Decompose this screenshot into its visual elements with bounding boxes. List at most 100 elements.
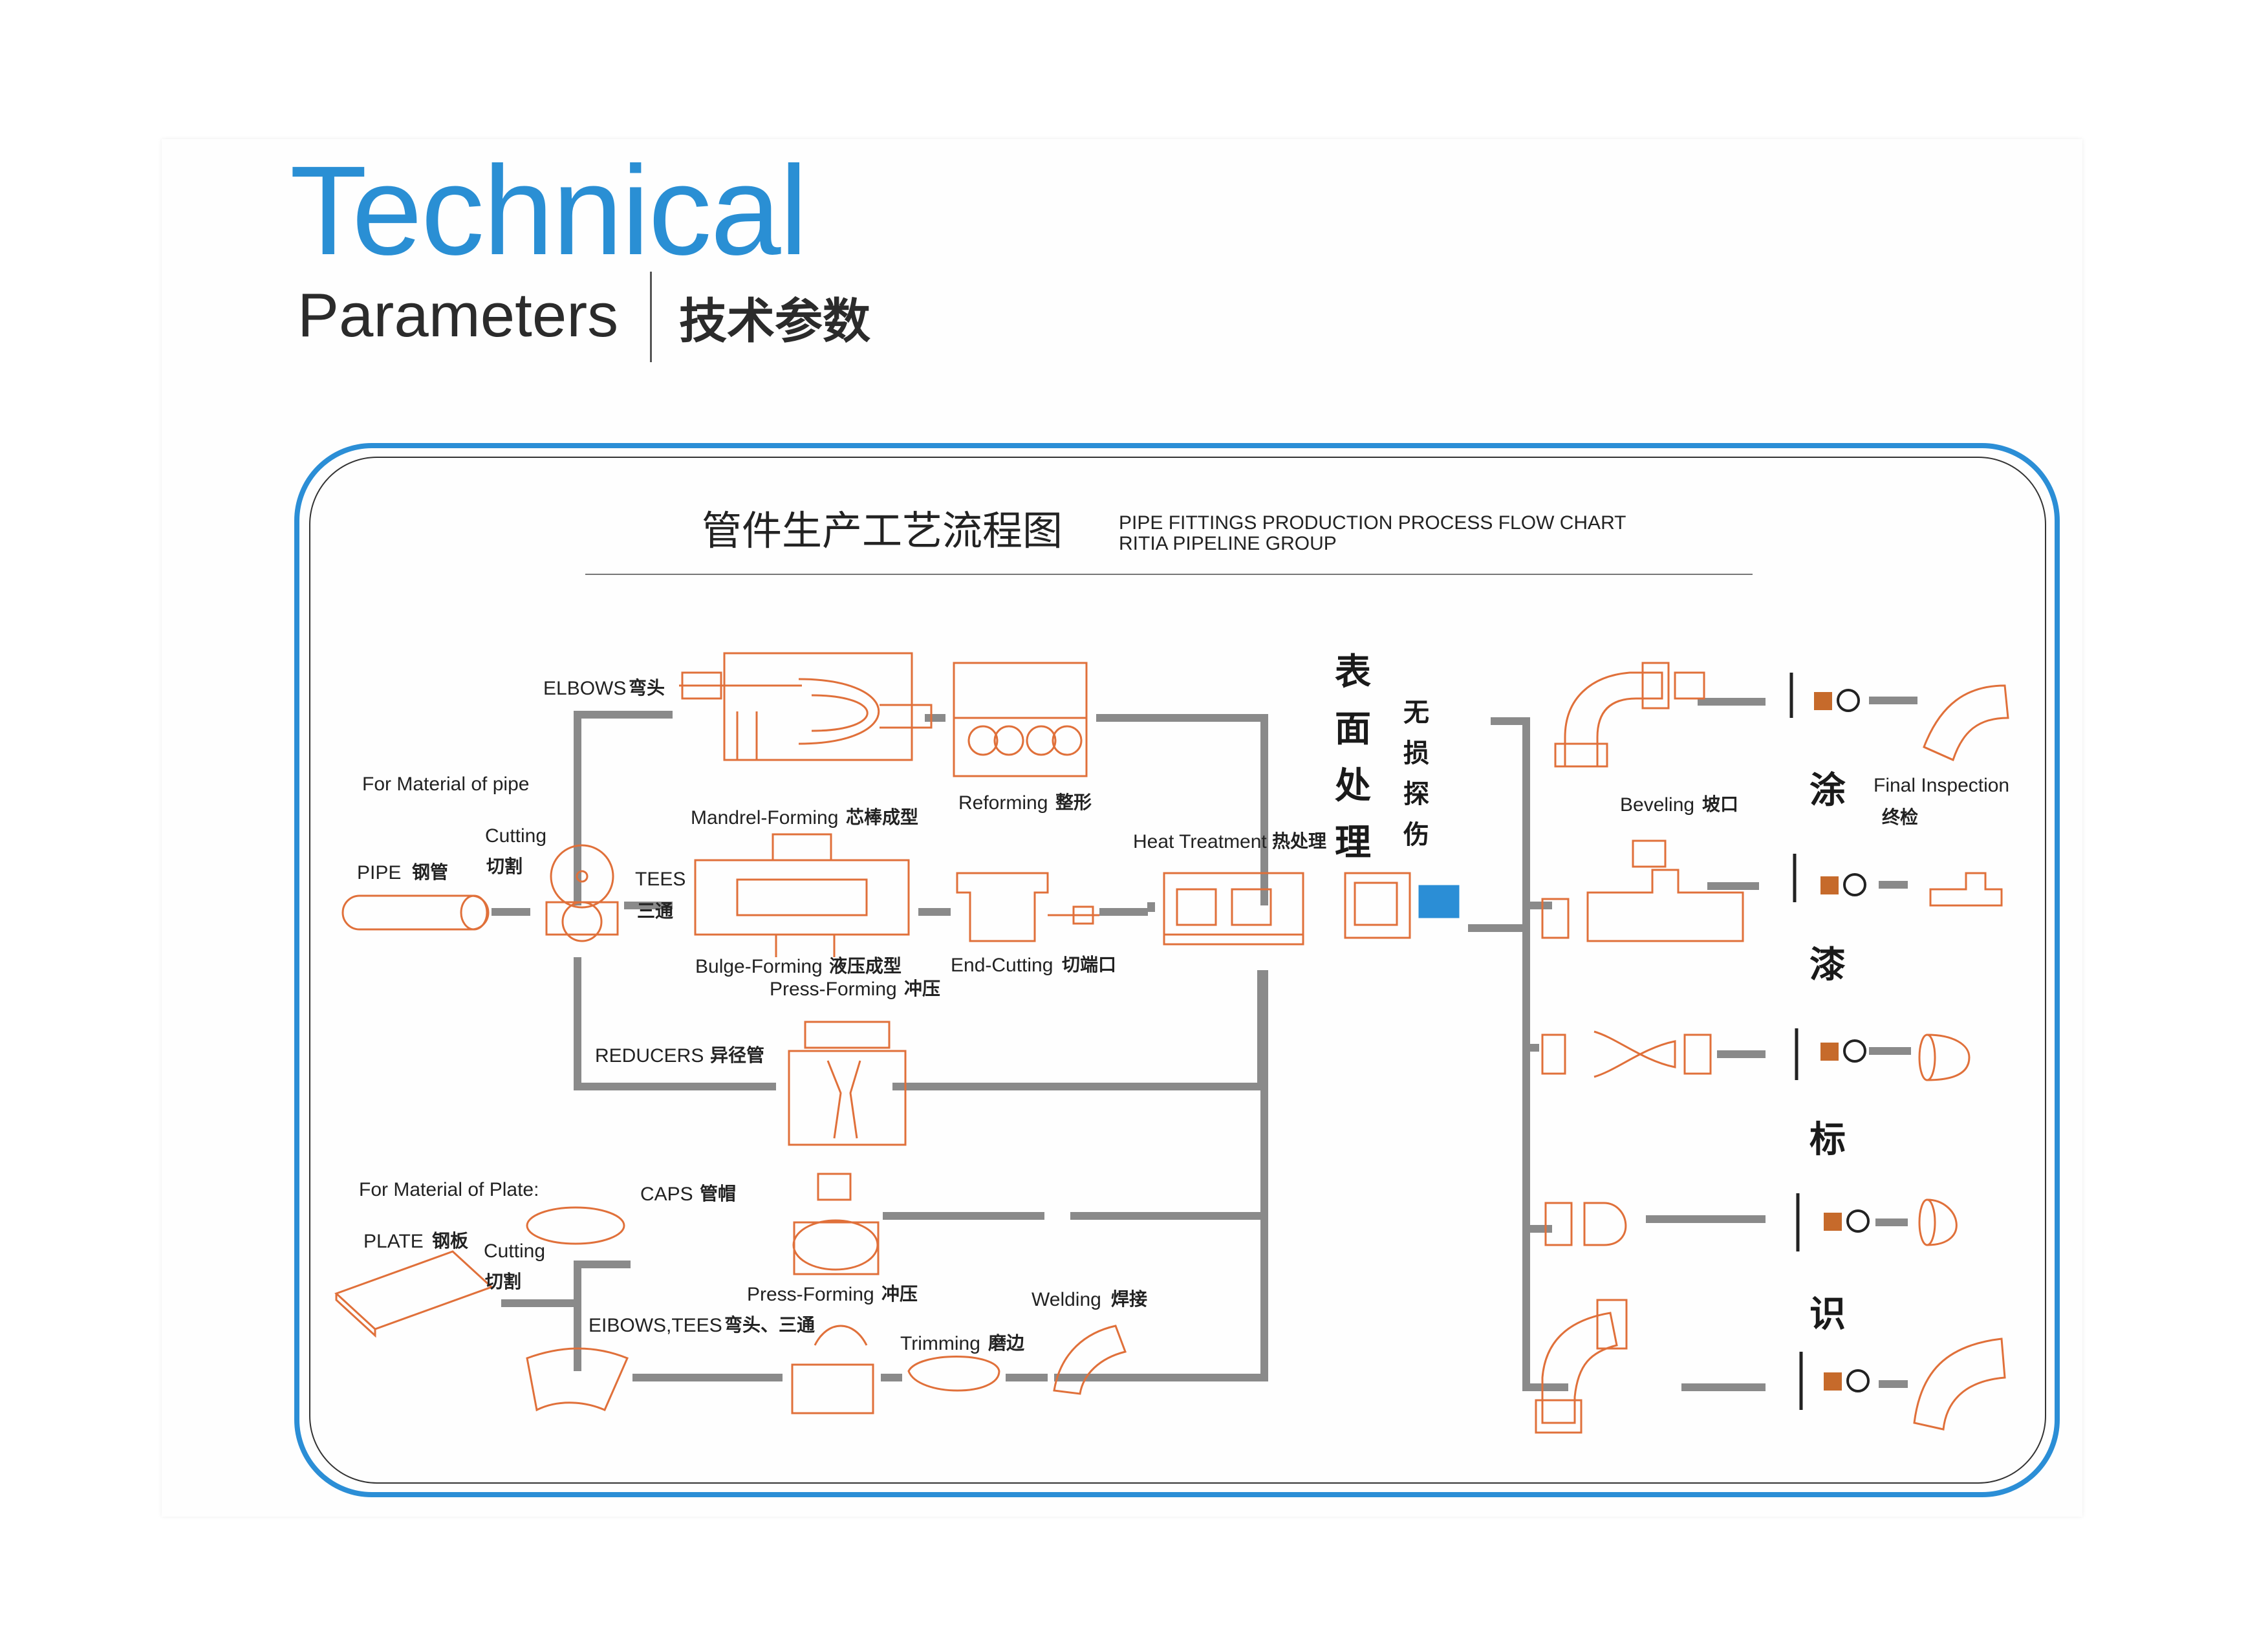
label-beveling-cn: 坡口 <box>1702 794 1739 815</box>
row3-reducer-sketch <box>1541 1030 1971 1081</box>
sprayer-row4 <box>1796 1193 1870 1251</box>
label-welding: Welding <box>1031 1289 1101 1310</box>
row2-tee-sketch <box>1541 839 2003 942</box>
plate-sketch <box>334 1250 493 1338</box>
label-surface-2: 面 <box>1335 708 1371 750</box>
chart-title-en-line2: RITIA PIPELINE GROUP <box>1119 532 1337 554</box>
label-material-pipe: For Material of pipe <box>362 774 530 795</box>
chart-title-english: PIPE FITTINGS PRODUCTION PROCESS FLOW CH… <box>1119 513 1626 554</box>
label-heat-treatment: Heat Treatment <box>1133 831 1267 852</box>
chart-frame-inner <box>309 457 2046 1484</box>
sprayer-row2 <box>1793 854 1866 902</box>
equipment-sketches <box>334 652 2009 1434</box>
welding-sketch <box>1053 1325 1127 1395</box>
plate-disc-sketch <box>526 1206 625 1245</box>
elbowstees-press-sketch <box>791 1325 874 1414</box>
label-press-forming-2: Press-Forming <box>747 1284 874 1305</box>
label-mandrel-forming: Mandrel-Forming <box>691 807 839 828</box>
label-cutting-2-cn: 切割 <box>485 1271 522 1292</box>
connector-elbows-branch <box>574 711 673 905</box>
label-tees-cn: 三通 <box>637 900 674 922</box>
label-ndt-3: 探 <box>1403 779 1429 809</box>
label-surface-3: 处 <box>1335 765 1371 807</box>
label-elbows-tees: EIBOWS,TEES <box>589 1315 722 1336</box>
ndt-machine-sketch <box>1344 872 1460 939</box>
caps-press-sketch <box>792 1173 880 1275</box>
paper-sheet <box>162 139 2082 1517</box>
label-final-inspection-cn: 终检 <box>1882 807 1919 828</box>
cutting-machine-sketch <box>545 844 619 942</box>
connector-reducers-branch <box>574 957 776 1090</box>
label-reforming-cn: 整形 <box>1055 792 1092 813</box>
label-trimming: Trimming <box>900 1333 980 1354</box>
label-end-cutting: End-Cutting <box>951 955 1053 976</box>
chart-frame-outer <box>294 443 2060 1497</box>
sprayer-row3 <box>1795 1028 1866 1080</box>
chart-title-chinese: 管件生产工艺流程图 <box>702 507 1063 554</box>
chart-title-en-line1: PIPE FITTINGS PRODUCTION PROCESS FLOW CH… <box>1119 512 1626 534</box>
pipe-sketch <box>341 894 490 931</box>
bulge-forming-sketch <box>694 833 910 957</box>
label-elbows: ELBOWS <box>543 678 627 699</box>
end-cutting-sketch <box>956 872 1099 942</box>
label-press-forming-1-cn: 冲压 <box>904 978 941 999</box>
label-coat-4: 识 <box>1809 1294 1846 1336</box>
label-end-cutting-cn: 切端口 <box>1062 954 1117 975</box>
label-surface-1: 表 <box>1335 651 1371 693</box>
connector-right-trunk <box>1491 717 1568 1391</box>
label-plate: PLATE <box>363 1231 424 1252</box>
heading-parameters: Parameters <box>297 281 619 350</box>
label-final-inspection: Final Inspection <box>1874 775 2010 796</box>
sprayer-row1 <box>1789 673 1860 718</box>
row1-elbow-sketch <box>1554 662 2009 768</box>
label-mandrel-forming-cn: 芯棒成型 <box>846 807 919 828</box>
label-ndt-1: 无 <box>1403 698 1429 728</box>
heading-divider <box>650 272 652 362</box>
label-caps-cn: 管帽 <box>700 1183 737 1204</box>
label-plate-cn: 钢板 <box>432 1230 469 1251</box>
label-heat-treatment-cn: 热处理 <box>1272 830 1327 852</box>
label-press-forming-2-cn: 冲压 <box>881 1283 918 1305</box>
label-cutting-1: Cutting <box>485 825 547 847</box>
label-caps: CAPS <box>640 1184 693 1205</box>
label-reforming: Reforming <box>958 792 1048 814</box>
reforming-sketch <box>953 662 1088 777</box>
label-surface-4: 理 <box>1335 822 1371 864</box>
heading-technical: Technical <box>290 140 808 281</box>
label-cutting-2: Cutting <box>484 1240 546 1262</box>
label-elbows-tees-cn: 弯头、三通 <box>724 1314 815 1336</box>
label-welding-cn: 焊接 <box>1111 1288 1148 1310</box>
connector-plate-branch-up <box>574 1261 631 1371</box>
connector-reform-heat <box>1096 714 1268 905</box>
paint-sprayers <box>1789 673 1870 1410</box>
label-coat-1: 涂 <box>1809 770 1846 812</box>
label-pipe: PIPE <box>357 862 402 883</box>
label-beveling: Beveling <box>1620 794 1695 816</box>
label-bulge-forming: Bulge-Forming <box>695 956 823 977</box>
label-material-plate: For Material of Plate: <box>359 1179 539 1200</box>
label-ndt-4: 伤 <box>1403 820 1429 850</box>
connector-lines <box>491 697 1917 1391</box>
label-elbows-cn: 弯头 <box>629 677 665 698</box>
trimming-sketch <box>907 1356 1000 1392</box>
label-ndt-2: 损 <box>1403 739 1429 768</box>
sprayer-row5 <box>1799 1352 1870 1410</box>
row5-elbow-sketch <box>1535 1299 2006 1434</box>
mandrel-forming-sketch <box>679 652 933 761</box>
label-coat-2: 漆 <box>1809 944 1846 986</box>
label-coat-3: 标 <box>1809 1119 1846 1161</box>
label-cutting-1-cn: 切割 <box>486 856 523 877</box>
row4-cap-sketch <box>1544 1198 1958 1246</box>
label-reducers-cn: 异径管 <box>710 1045 765 1066</box>
connector-reducers-heat <box>892 970 1265 1090</box>
label-trimming-cn: 磨边 <box>988 1332 1025 1354</box>
heat-treatment-sketch <box>1163 872 1304 946</box>
elbow-plate-sketch <box>526 1347 629 1412</box>
reducers-press-sketch <box>788 1021 907 1146</box>
label-reducers: REDUCERS <box>595 1045 704 1067</box>
heading-chinese: 技术参数 <box>679 294 870 349</box>
connector-main-return <box>1054 970 1268 1381</box>
label-tees: TEES <box>635 869 686 890</box>
label-press-forming-1: Press-Forming <box>770 979 897 1000</box>
